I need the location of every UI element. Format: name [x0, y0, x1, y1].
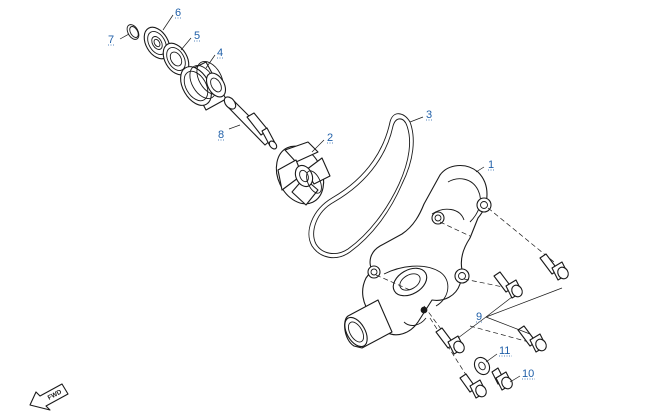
- leader-lines: [119, 14, 563, 383]
- callout-label[interactable]: 10: [522, 368, 534, 380]
- bolt: [539, 253, 569, 281]
- callout-6[interactable]: 6: [175, 7, 182, 19]
- callout-10[interactable]: 10: [522, 368, 535, 380]
- drain-bolt-part: [491, 367, 513, 391]
- callout-4[interactable]: 4: [217, 47, 224, 59]
- bolt: [459, 373, 487, 399]
- callout-2[interactable]: 2: [327, 132, 334, 144]
- bolt: [517, 325, 547, 353]
- mechanical-seal-part: [180, 61, 227, 111]
- callout-1[interactable]: 1: [488, 159, 495, 171]
- callout-label[interactable]: 1: [488, 159, 494, 171]
- shaft-part: [223, 96, 278, 150]
- callout-label[interactable]: 5: [194, 30, 200, 42]
- callout-11[interactable]: 11: [499, 345, 512, 357]
- callout-label[interactable]: 6: [175, 7, 181, 19]
- callout-label[interactable]: 11: [499, 345, 510, 357]
- callout-8[interactable]: 8: [218, 129, 225, 141]
- bolt: [435, 327, 465, 355]
- fwd-arrow-icon: FWD: [29, 383, 69, 411]
- bolts-part: [435, 253, 569, 399]
- callout-label[interactable]: 3: [426, 109, 432, 121]
- washer-part: [473, 356, 491, 376]
- callout-label[interactable]: 8: [218, 129, 224, 141]
- callout-label[interactable]: 9: [476, 311, 482, 323]
- callout-7[interactable]: 7: [108, 34, 115, 46]
- callout-label[interactable]: 2: [327, 132, 333, 144]
- callout-5[interactable]: 5: [194, 30, 201, 42]
- callout-label[interactable]: 7: [108, 34, 114, 46]
- circlip-part: [126, 24, 140, 40]
- callout-9[interactable]: 9: [476, 311, 483, 323]
- callout-3[interactable]: 3: [426, 109, 433, 121]
- impeller-part: [275, 141, 331, 206]
- pump-cover-part: [344, 165, 492, 349]
- bolt: [493, 271, 523, 299]
- o-ring-part: [308, 113, 414, 259]
- callout-label[interactable]: 4: [217, 47, 223, 59]
